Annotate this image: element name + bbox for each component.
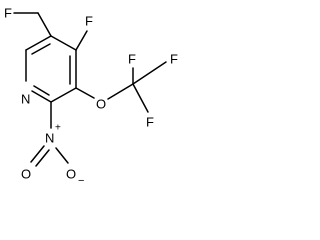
nitro-n-charge: + xyxy=(55,123,61,134)
bond-c4-f xyxy=(75,30,88,51)
bond-cf3-f-bottom xyxy=(132,83,149,113)
atom-n-nitro: N xyxy=(45,131,54,146)
bond-c2-n1-double xyxy=(33,85,50,96)
bond-c6-c5-double xyxy=(31,43,51,55)
bond-cf3-f-right xyxy=(132,61,167,85)
bond-c2-n1 xyxy=(31,90,52,103)
bond-c5-c4 xyxy=(50,35,77,51)
bond-ch2-c5 xyxy=(37,12,52,37)
atom-f-ring: F xyxy=(85,14,93,29)
bond-n-o-right xyxy=(55,147,69,164)
bond-n-o-left xyxy=(30,145,45,163)
atom-f-cf3-bottom: F xyxy=(146,115,154,130)
atom-f-cf3-top: F xyxy=(128,52,136,67)
bond-c6-c5 xyxy=(25,35,52,51)
atom-labels: F F N O F F F N + O O − xyxy=(4,6,178,188)
atom-f-fluoromethyl: F xyxy=(4,6,12,21)
atom-n-ring: N xyxy=(21,92,30,107)
atom-o-nitro-left: O xyxy=(21,167,31,182)
atom-o-nitro-right: O xyxy=(66,167,76,182)
chemical-structure: F F N O F F F N + O O − xyxy=(4,6,178,188)
bond-n-o-left-double xyxy=(35,149,50,167)
bond-c3-c2 xyxy=(50,87,77,103)
nitro-o-charge: − xyxy=(78,175,84,187)
bonds xyxy=(13,12,167,167)
atom-f-cf3-right: F xyxy=(170,52,178,67)
atom-o-ether: O xyxy=(96,97,106,112)
bond-c3-o xyxy=(75,87,95,99)
bond-o-cf3 xyxy=(107,83,134,100)
